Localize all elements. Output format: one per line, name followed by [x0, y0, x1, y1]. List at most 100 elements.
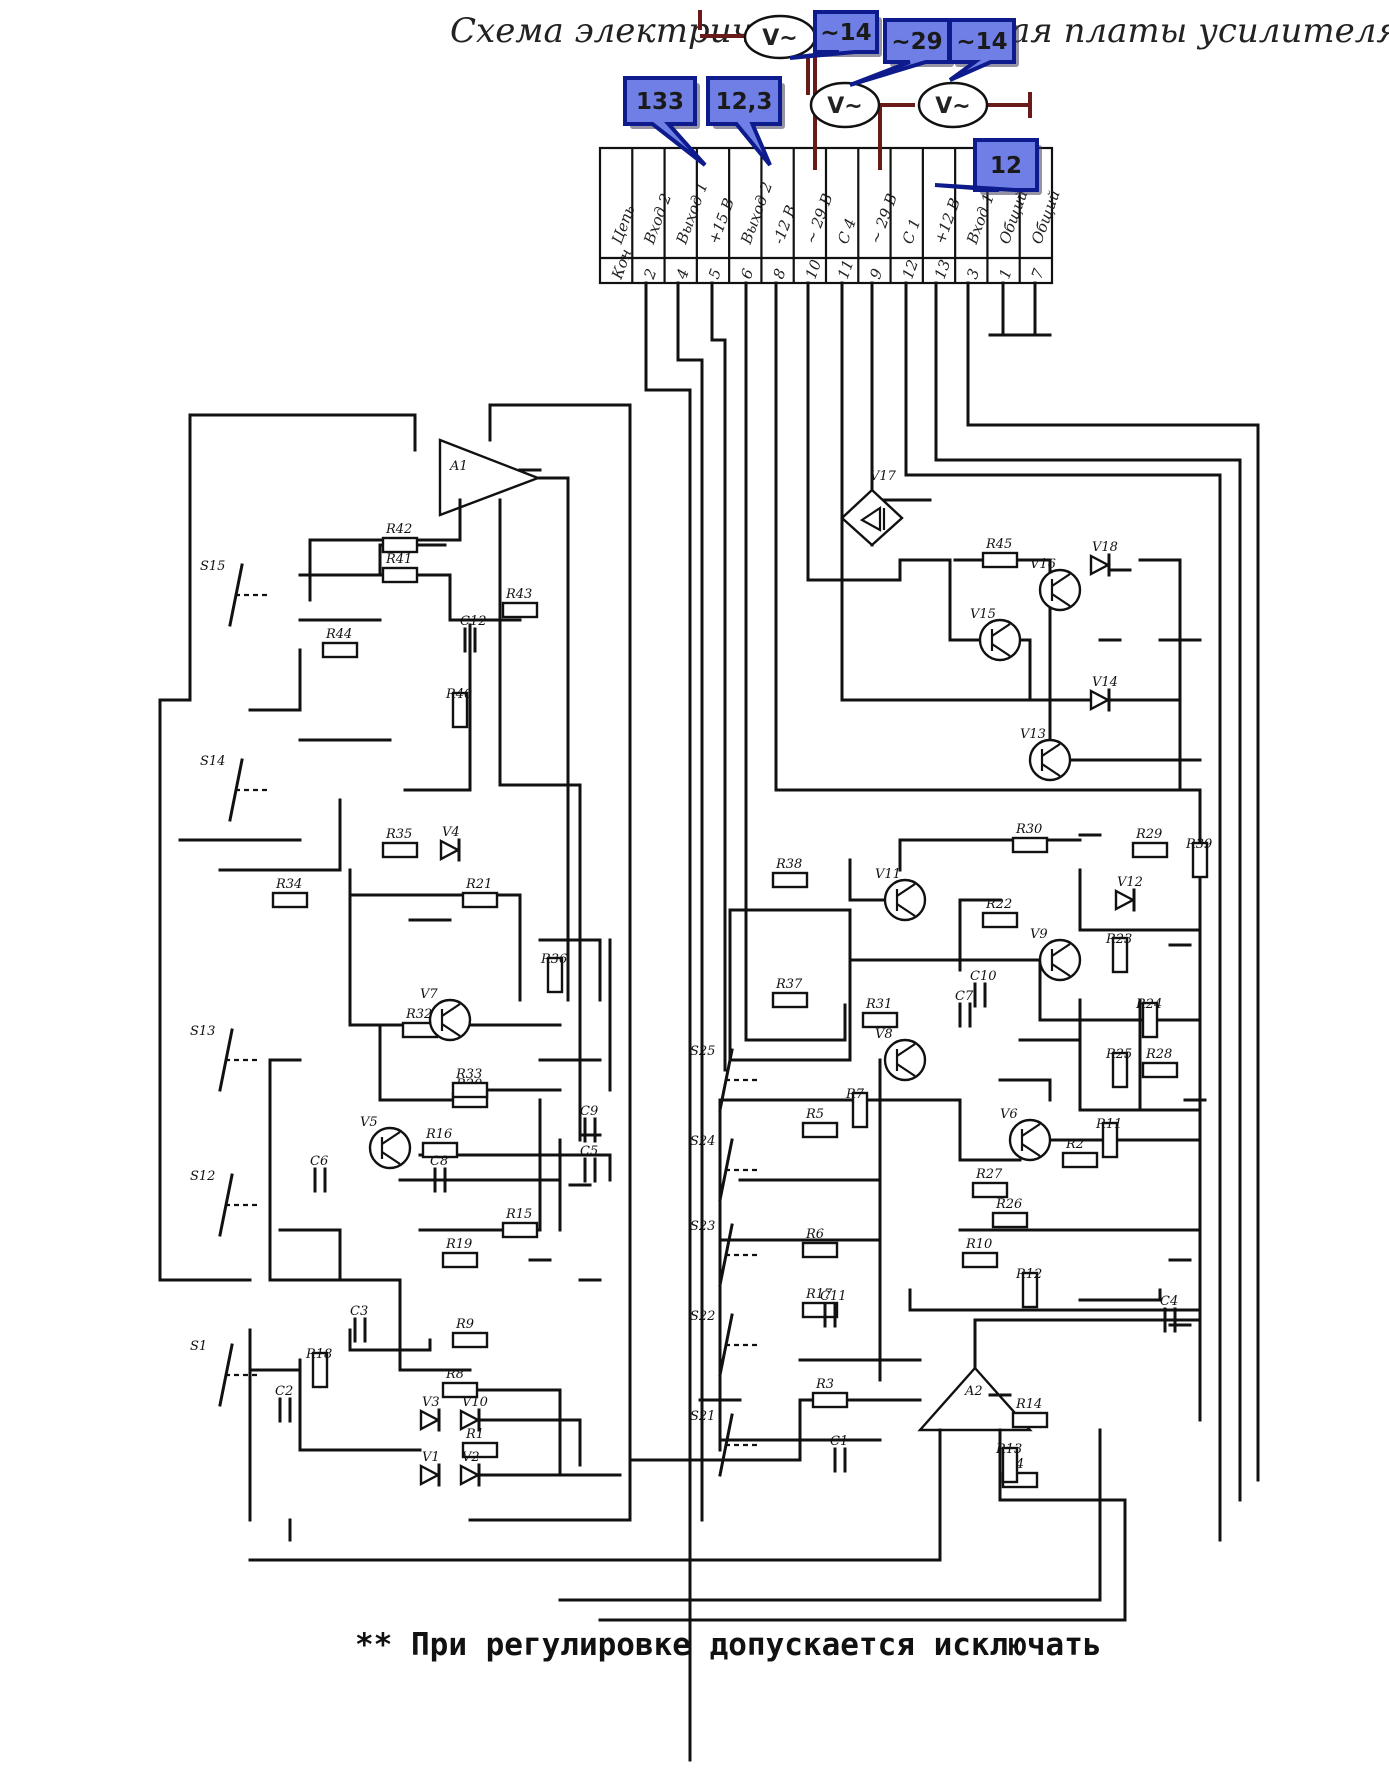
- resistor: R10: [961, 1237, 999, 1269]
- resistor: R8: [441, 1367, 479, 1399]
- resistor-label: R43: [505, 587, 532, 602]
- connector-pin-number: 11: [834, 257, 857, 281]
- resistor-label: R35: [385, 827, 412, 842]
- diode-label: V3: [422, 1395, 440, 1410]
- connector-pin-number: 2: [640, 266, 661, 282]
- capacitor-label: C3: [350, 1304, 368, 1319]
- resistor-label: R31: [865, 997, 892, 1012]
- capacitor-label: C6: [310, 1154, 328, 1169]
- bridge-rectifier-v17: V17: [840, 469, 904, 547]
- capacitor-label: C12: [460, 614, 487, 629]
- resistor-label: R45: [985, 537, 1012, 552]
- diode: V12: [1114, 875, 1143, 912]
- resistor-label: R33: [455, 1067, 482, 1082]
- voltmeter-1: V~: [743, 14, 817, 60]
- connector-pin-number: 1: [995, 266, 1015, 281]
- callout-value: ~14: [956, 29, 1007, 55]
- measurement-callout: 133: [623, 76, 707, 167]
- resistor: R34: [271, 877, 309, 909]
- resistor: R14: [1011, 1397, 1049, 1429]
- connector-pin-label: -12 В: [769, 203, 800, 247]
- resistor-label: R38: [775, 857, 802, 872]
- resistor: R38: [771, 857, 809, 889]
- opamp-a2: A2: [248, 1318, 1202, 1622]
- resistor-label: R1: [465, 1427, 484, 1442]
- resistor-label: R11: [1095, 1117, 1122, 1132]
- connector-pin-number: 4: [672, 266, 693, 282]
- resistor-label: R41: [385, 552, 412, 567]
- resistor-label: R42: [385, 522, 412, 537]
- connector-pin-number: 13: [931, 257, 954, 281]
- capacitor-label: C1: [830, 1434, 848, 1449]
- switch-label: S25: [690, 1044, 715, 1059]
- transistor-label: V16: [1030, 557, 1056, 572]
- resistor: R35: [381, 827, 419, 859]
- resistor-label: R40: [445, 687, 472, 702]
- resistor: R26: [991, 1197, 1029, 1229]
- connector-pin-label: Вход 2: [640, 191, 675, 247]
- diode-label: V18: [1092, 540, 1118, 555]
- diode: V18: [1089, 540, 1118, 577]
- switch-label: S13: [190, 1024, 215, 1039]
- right-circuit-wires: [558, 498, 1202, 1602]
- capacitor: C3: [350, 1304, 368, 1343]
- capacitor: C6: [310, 1154, 328, 1193]
- resistor-label: R9: [455, 1317, 474, 1332]
- resistor: R21: [461, 877, 499, 909]
- transistor: V11: [875, 867, 927, 922]
- resistor-label: R12: [1015, 1267, 1042, 1282]
- connector-wires: [644, 281, 1260, 1762]
- capacitor: C7: [955, 989, 974, 1028]
- resistor-label: R24: [1135, 997, 1162, 1012]
- measurement-callout: 12,3: [706, 76, 785, 167]
- capacitor: C12: [460, 614, 487, 653]
- resistor: R45: [981, 537, 1019, 569]
- switch: S22: [690, 1309, 760, 1377]
- diode-label: V2: [462, 1450, 480, 1465]
- resistor-label: R7: [845, 1087, 865, 1102]
- switch-label: S24: [690, 1134, 715, 1149]
- switch-label: S21: [690, 1409, 715, 1424]
- switch-label: S1: [190, 1339, 207, 1354]
- resistor: R24: [1135, 997, 1162, 1039]
- callout-value: 133: [636, 89, 684, 115]
- connector-pin-number: 3: [963, 266, 983, 281]
- diode: V2: [459, 1450, 481, 1487]
- resistor-label: R44: [325, 627, 352, 642]
- transistor: V7: [420, 987, 472, 1042]
- resistor-label: R2: [1065, 1137, 1084, 1152]
- resistor-label: R17: [805, 1287, 833, 1302]
- resistor-label: R21: [465, 877, 492, 892]
- capacitor: C10: [970, 969, 997, 1008]
- connector-pin-number: 12: [899, 257, 922, 281]
- connector-pin-label: Общий: [995, 188, 1031, 247]
- diode: V10: [459, 1395, 488, 1432]
- switch-label: S22: [690, 1309, 715, 1324]
- connector-pin-label: С 4: [834, 216, 860, 246]
- resistor: R17: [801, 1287, 839, 1319]
- diode-label: V14: [1092, 675, 1118, 690]
- resistor-label: R15: [505, 1207, 532, 1222]
- switch-label: S15: [200, 559, 225, 574]
- callout-value: 12: [990, 153, 1022, 179]
- resistor-label: R26: [995, 1197, 1022, 1212]
- capacitor-label: C5: [580, 1144, 598, 1159]
- transistor-label: V15: [970, 607, 996, 622]
- resistor: R40: [445, 687, 472, 729]
- switch-label: S14: [200, 754, 225, 769]
- callout-value: ~14: [820, 20, 871, 46]
- meter-wiring: [698, 10, 1032, 170]
- capacitor: C8: [430, 1154, 448, 1193]
- transistor-label: V7: [420, 987, 438, 1002]
- resistor: R42: [381, 522, 419, 554]
- transistor-label: V13: [1020, 727, 1046, 742]
- svg-text:V~: V~: [935, 94, 970, 119]
- svg-text:A1: A1: [449, 459, 468, 474]
- resistor: R18: [305, 1347, 332, 1389]
- connector-pin-number: 7: [1028, 266, 1048, 282]
- switch: S14: [200, 754, 270, 822]
- diode: V1: [419, 1450, 441, 1487]
- connector-pin-number: 5: [705, 266, 725, 281]
- transistor: V6: [1000, 1107, 1052, 1162]
- capacitor-label: C9: [580, 1104, 598, 1119]
